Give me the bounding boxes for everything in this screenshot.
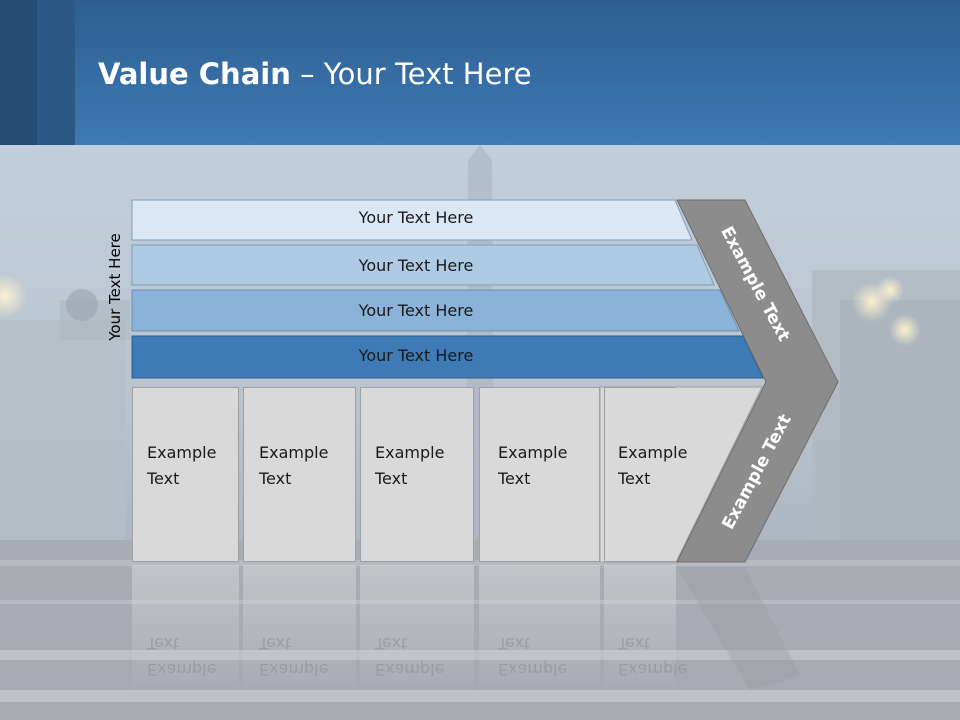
example-cell-2[interactable] — [243, 387, 356, 562]
cell-text-1-line2: Text — [147, 469, 180, 488]
row-label-2: Your Text Here — [358, 256, 474, 275]
row-label-3: Your Text Here — [358, 301, 474, 320]
reflection-text-2-line1: Example — [259, 660, 329, 679]
row-bar-2[interactable] — [131, 244, 715, 286]
cell-reflection-3 — [360, 565, 474, 695]
cell-reflection-2 — [243, 565, 356, 695]
reflection-text-3-line2: Text — [375, 634, 408, 653]
header-accent-left — [0, 0, 37, 145]
cell-text-2-line2: Text — [259, 469, 292, 488]
chevron-arrow[interactable] — [676, 199, 839, 563]
example-cell-1[interactable] — [132, 387, 239, 562]
row-bar-3[interactable] — [131, 289, 740, 332]
reflection-text-3-line1: Example — [375, 660, 445, 679]
cell-text-2-line1: Example — [259, 443, 329, 462]
reflection-text-1: Example Text — [147, 630, 216, 682]
cell-text-3-line1: Example — [375, 443, 445, 462]
reflection-text-1-line2: Text — [147, 634, 180, 653]
reflection-text-4: Example Text — [498, 630, 567, 682]
reflection-text-3: Example Text — [375, 630, 444, 682]
example-cell-3[interactable] — [360, 387, 474, 562]
row-bar-1[interactable] — [131, 199, 693, 241]
cell-text-1-line1: Example — [147, 443, 217, 462]
header-accent-mid — [37, 0, 75, 145]
header-bar — [0, 0, 960, 145]
reflection-text-5-line1: Example — [618, 660, 688, 679]
side-label: Your Text Here — [106, 233, 124, 341]
title-rest: – Your Text Here — [290, 57, 532, 91]
row-bar-4[interactable] — [131, 335, 764, 379]
cell-text-5-line1: Example — [618, 443, 688, 462]
reflection-text-2-line2: Text — [259, 634, 292, 653]
example-cell-4[interactable] — [479, 387, 600, 562]
reflection-text-5: Example Text — [618, 630, 687, 682]
reflection-text-1-line1: Example — [147, 660, 217, 679]
cell-reflection-4 — [479, 565, 600, 695]
slide-title: Value Chain – Your Text Here — [98, 52, 532, 96]
example-cell-5[interactable] — [604, 387, 676, 562]
cell-text-5-line2: Text — [618, 469, 651, 488]
cell-text-3-line2: Text — [375, 469, 408, 488]
row-label-1: Your Text Here — [358, 208, 474, 227]
reflection-text-5-line2: Text — [618, 634, 651, 653]
cell-reflection-5 — [604, 565, 676, 695]
cell-text-4-line1: Example — [498, 443, 568, 462]
cell-text-4-line2: Text — [498, 469, 531, 488]
title-bold: Value Chain — [98, 57, 291, 91]
reflection-text-2: Example Text — [259, 630, 328, 682]
reflection-text-4-line1: Example — [498, 660, 568, 679]
cell-reflection-1 — [132, 565, 239, 695]
row-label-4: Your Text Here — [358, 346, 474, 365]
reflection-text-4-line2: Text — [498, 634, 531, 653]
chevron-reflection — [677, 567, 800, 690]
